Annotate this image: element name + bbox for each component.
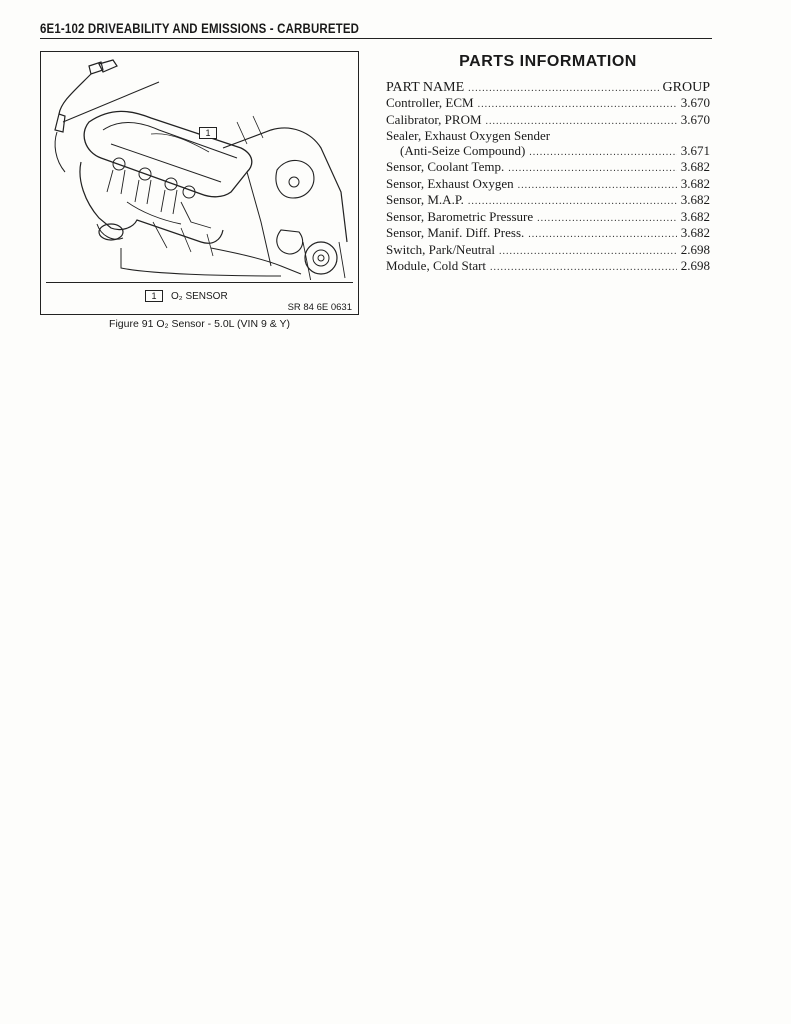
leader-dots — [528, 228, 676, 243]
part-group: 3.682 — [680, 192, 710, 207]
parts-row: Module, Cold Start 2.698 — [386, 258, 710, 276]
leader-dots — [518, 179, 677, 194]
parts-row: Sensor, Barometric Pressure 3.682 — [386, 208, 710, 227]
engine-illustration — [54, 59, 348, 280]
leader-dots — [468, 82, 658, 97]
parts-row: Switch, Park/Neutral 2.698 — [386, 241, 710, 260]
part-name: Calibrator, PROM — [386, 111, 482, 127]
parts-information: PARTS INFORMATION PART NAME GROUP Contro… — [386, 53, 710, 276]
leader-dots — [499, 245, 677, 260]
group-header: GROUP — [662, 79, 710, 95]
parts-row: Sealer, Exhaust Oxygen Sender — [386, 128, 710, 144]
part-group: 3.671 — [680, 142, 710, 158]
parts-row: Sensor, M.A.P. 3.682 — [386, 192, 710, 210]
leader-dots — [537, 212, 677, 227]
part-group: 3.682 — [680, 175, 710, 191]
figure-caption: Figure 91 O₂ Sensor - 5.0L (VIN 9 & Y) — [109, 318, 290, 330]
parts-row: Sensor, Manif. Diff. Press. 3.682 — [386, 225, 710, 243]
leader-dots — [529, 146, 676, 161]
part-name: Sensor, Coolant Temp. — [386, 159, 505, 174]
parts-row: Sensor, Coolant Temp. 3.682 — [386, 159, 710, 177]
leader-dots — [468, 195, 677, 210]
parts-row: Calibrator, PROM 3.670 — [386, 111, 710, 130]
parts-header-row: PART NAME GROUP — [386, 79, 710, 97]
figure-legend: 1 O₂ SENSOR — [145, 290, 228, 302]
part-group: 3.682 — [680, 225, 710, 240]
parts-row: Controller, ECM 3.670 — [386, 95, 710, 113]
source-code: SR 84 6E 0631 — [287, 302, 352, 313]
parts-row: Sensor, Exhaust Oxygen 3.682 — [386, 175, 710, 194]
part-name-header: PART NAME — [386, 79, 465, 95]
legend-number: 1 — [145, 290, 163, 302]
parts-row: (Anti-Seize Compound) 3.671 — [386, 142, 710, 161]
leader-dots — [486, 115, 677, 130]
part-group: 3.682 — [680, 208, 710, 224]
leader-dots — [508, 162, 677, 177]
part-name: Sensor, Manif. Diff. Press. — [386, 225, 525, 240]
page-header: 6E1-102 DRIVEABILITY AND EMISSIONS - CAR… — [40, 20, 712, 39]
figure-frame: 1 1 O₂ SENSOR SR 84 6E 0631 — [40, 51, 359, 315]
part-name: Sensor, Barometric Pressure — [386, 208, 534, 224]
legend-divider — [46, 282, 353, 283]
page-title: 6E1-102 DRIVEABILITY AND EMISSIONS - CAR… — [40, 21, 360, 36]
part-name: Controller, ECM — [386, 95, 474, 110]
part-name: Sensor, M.A.P. — [386, 192, 464, 207]
part-name: Sealer, Exhaust Oxygen Sender — [386, 128, 551, 143]
part-name: Sensor, Exhaust Oxygen — [386, 175, 514, 191]
part-group: 3.682 — [680, 159, 710, 174]
part-group: 2.698 — [680, 241, 710, 257]
part-name: Switch, Park/Neutral — [386, 241, 496, 257]
part-name: Module, Cold Start — [386, 258, 487, 273]
part-group: 3.670 — [680, 111, 710, 127]
part-group: 3.670 — [680, 95, 710, 110]
part-name: (Anti-Seize Compound) — [400, 142, 526, 158]
legend-label: O₂ SENSOR — [171, 290, 228, 302]
parts-title: PARTS INFORMATION — [459, 53, 637, 70]
leader-dots — [490, 261, 677, 276]
leader-dots — [478, 98, 677, 113]
callout-1: 1 — [199, 127, 217, 139]
part-group: 2.698 — [680, 258, 710, 273]
